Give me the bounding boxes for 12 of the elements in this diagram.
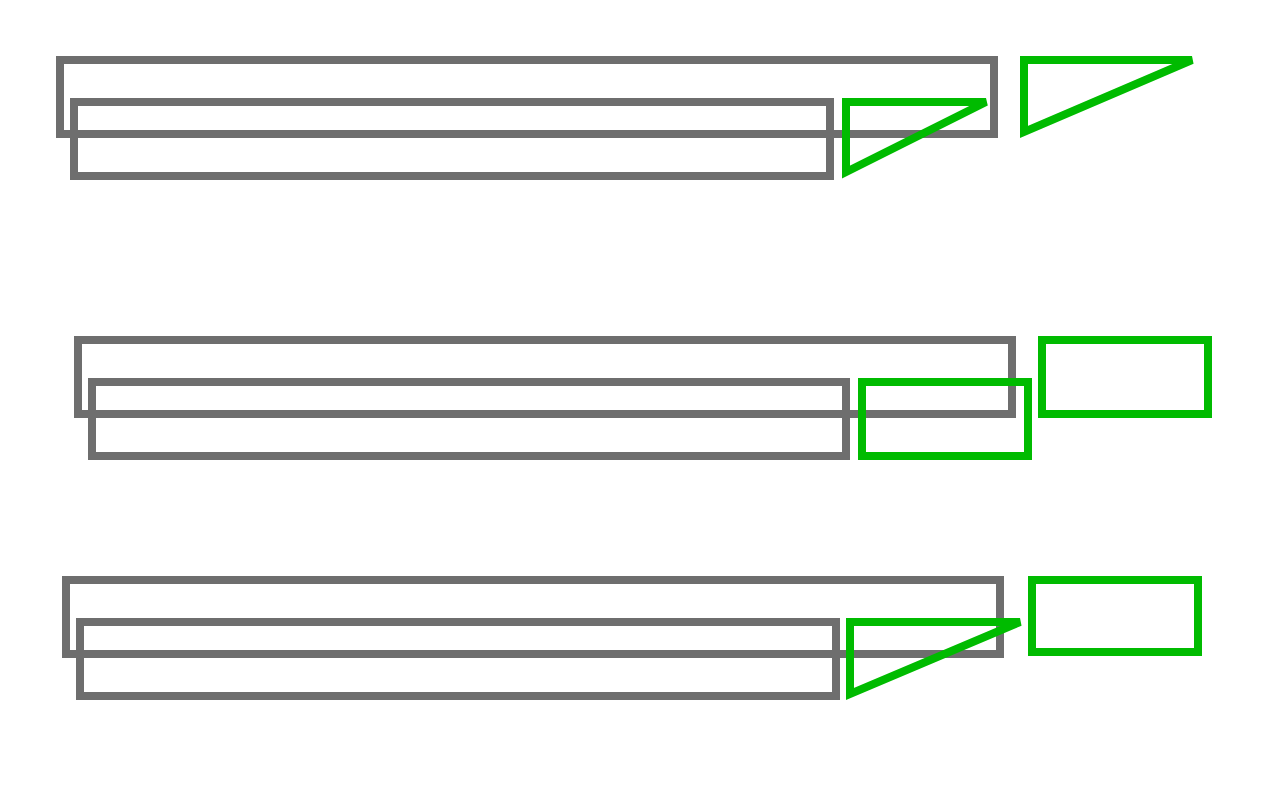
long-bar	[70, 98, 834, 180]
long-bar	[88, 378, 850, 460]
triangle-marker	[1020, 56, 1196, 136]
long-bar	[76, 618, 840, 700]
triangle-marker	[842, 98, 990, 176]
triangle-marker	[846, 618, 1024, 698]
long-bar	[56, 56, 998, 138]
long-bar	[62, 576, 1004, 658]
long-bar	[74, 336, 1016, 418]
short-box	[1038, 336, 1212, 418]
short-box	[858, 378, 1032, 460]
short-box	[1028, 576, 1202, 656]
